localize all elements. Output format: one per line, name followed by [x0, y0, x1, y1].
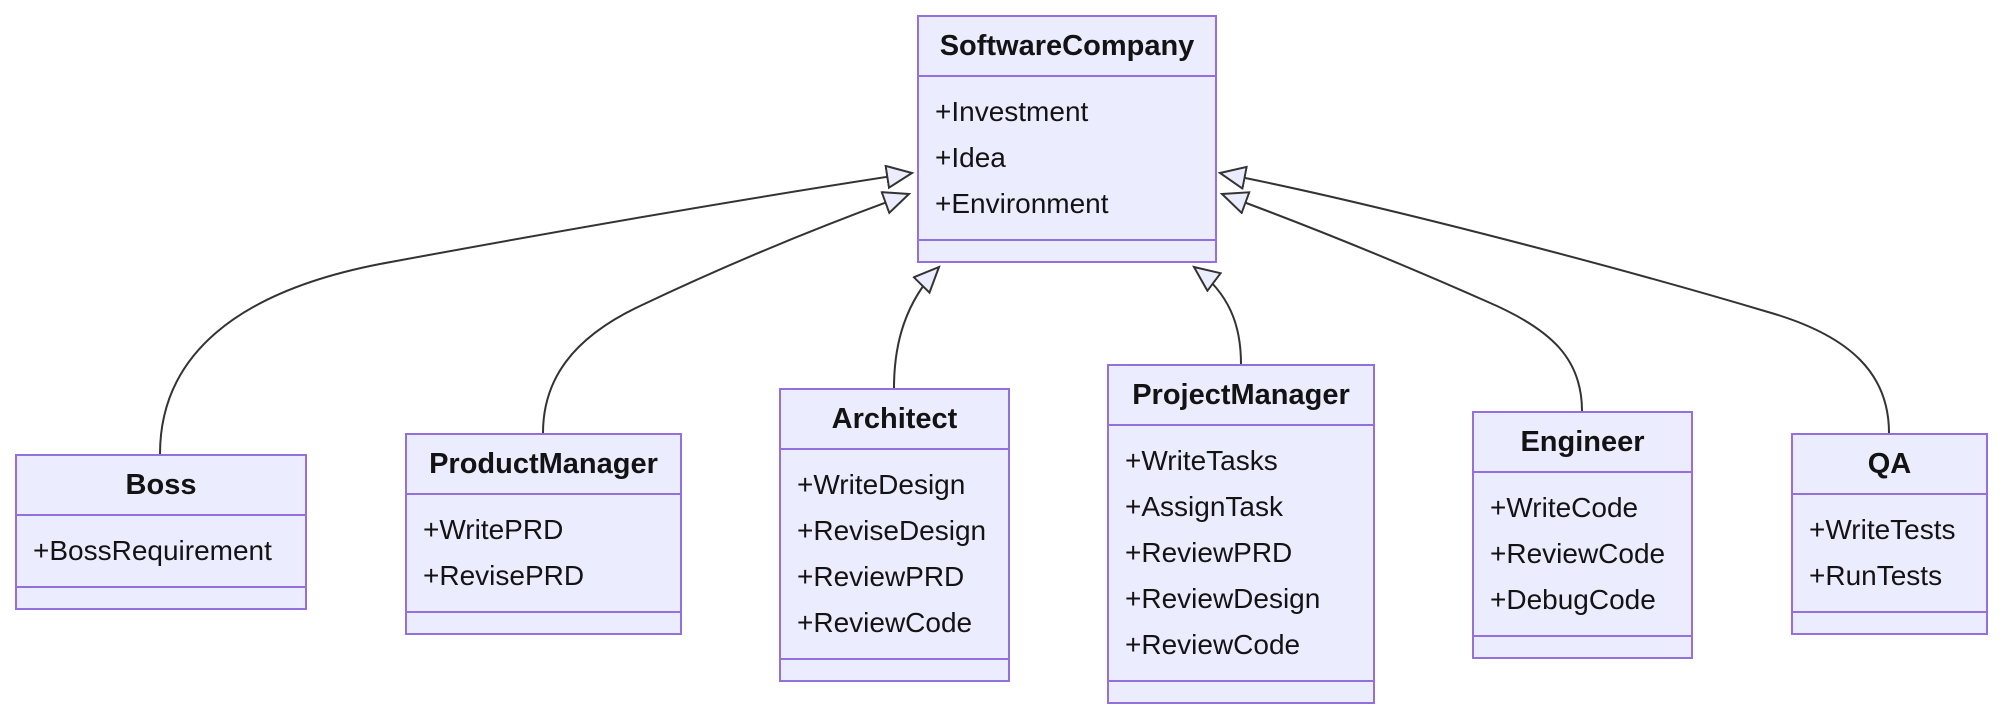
class-title: SoftwareCompany [919, 17, 1215, 77]
inheritance-edge-architect-softwarecompany [893, 267, 939, 389]
class-member: +Investment [935, 96, 1089, 127]
class-member: +Environment [935, 188, 1109, 219]
class-member: +ReviewPRD [797, 561, 965, 592]
class-member: +AssignTask [1125, 491, 1283, 522]
inheritance-edge-projectmanager-softwarecompany [1194, 267, 1242, 365]
class-methods-empty [919, 241, 1215, 261]
class-methods-empty [1474, 637, 1691, 657]
class-title: QA [1793, 435, 1986, 495]
class-member: +DebugCode [1490, 584, 1656, 615]
inheritance-edge-engineer-softwarecompany [1222, 194, 1583, 412]
class-methods-empty [407, 613, 680, 633]
inheritance-edge-productmanager-softwarecompany [542, 194, 909, 434]
class-methods-empty [17, 588, 305, 608]
class-member: +WriteTests [1809, 514, 1956, 545]
class-box-productmanager: ProductManager +WritePRD +RevisePRD [405, 433, 682, 635]
class-member: +RunTests [1809, 560, 1943, 591]
class-members: +WritePRD +RevisePRD [407, 495, 680, 613]
class-box-projectmanager: ProjectManager +WriteTasks +AssignTask +… [1107, 364, 1375, 704]
class-member: +ReviewCode [1490, 538, 1666, 569]
class-member: +BossRequirement [33, 535, 272, 566]
class-member: +ReviewCode [797, 607, 973, 638]
class-title: ProductManager [407, 435, 680, 495]
class-member: +ReviewPRD [1125, 537, 1293, 568]
inheritance-edge-boss-softwarecompany [159, 173, 912, 455]
class-methods-empty [1109, 682, 1373, 702]
class-methods-empty [781, 660, 1008, 680]
class-box-architect: Architect +WriteDesign +ReviseDesign +Re… [779, 388, 1010, 682]
class-box-qa: QA +WriteTests +RunTests [1791, 433, 1988, 635]
class-member: +WritePRD [423, 514, 564, 545]
class-member: +WriteTasks [1125, 445, 1278, 476]
class-methods-empty [1793, 613, 1986, 633]
class-member: +ReviewDesign [1125, 583, 1321, 614]
class-members: +WriteTests +RunTests [1793, 495, 1986, 613]
class-box-engineer: Engineer +WriteCode +ReviewCode +DebugCo… [1472, 411, 1693, 659]
class-member: +RevisePRD [423, 560, 585, 591]
class-members: +WriteDesign +ReviseDesign +ReviewPRD +R… [781, 450, 1008, 660]
class-title: Boss [17, 456, 305, 516]
class-title: Architect [781, 390, 1008, 450]
class-box-softwarecompany: SoftwareCompany +Investment +Idea +Envir… [917, 15, 1217, 263]
class-box-boss: Boss +BossRequirement [15, 454, 307, 610]
inheritance-edge-qa-softwarecompany [1220, 173, 1890, 434]
class-member: +WriteDesign [797, 469, 966, 500]
class-member: +ReviewCode [1125, 629, 1301, 660]
class-title: Engineer [1474, 413, 1691, 473]
class-member: +Idea [935, 142, 1006, 173]
class-title: ProjectManager [1109, 366, 1373, 426]
class-members: +WriteCode +ReviewCode +DebugCode [1474, 473, 1691, 637]
class-members: +BossRequirement [17, 516, 305, 588]
class-member: +WriteCode [1490, 492, 1639, 523]
class-member: +ReviseDesign [797, 515, 987, 546]
class-members: +WriteTasks +AssignTask +ReviewPRD +Revi… [1109, 426, 1373, 682]
class-members: +Investment +Idea +Environment [919, 77, 1215, 241]
